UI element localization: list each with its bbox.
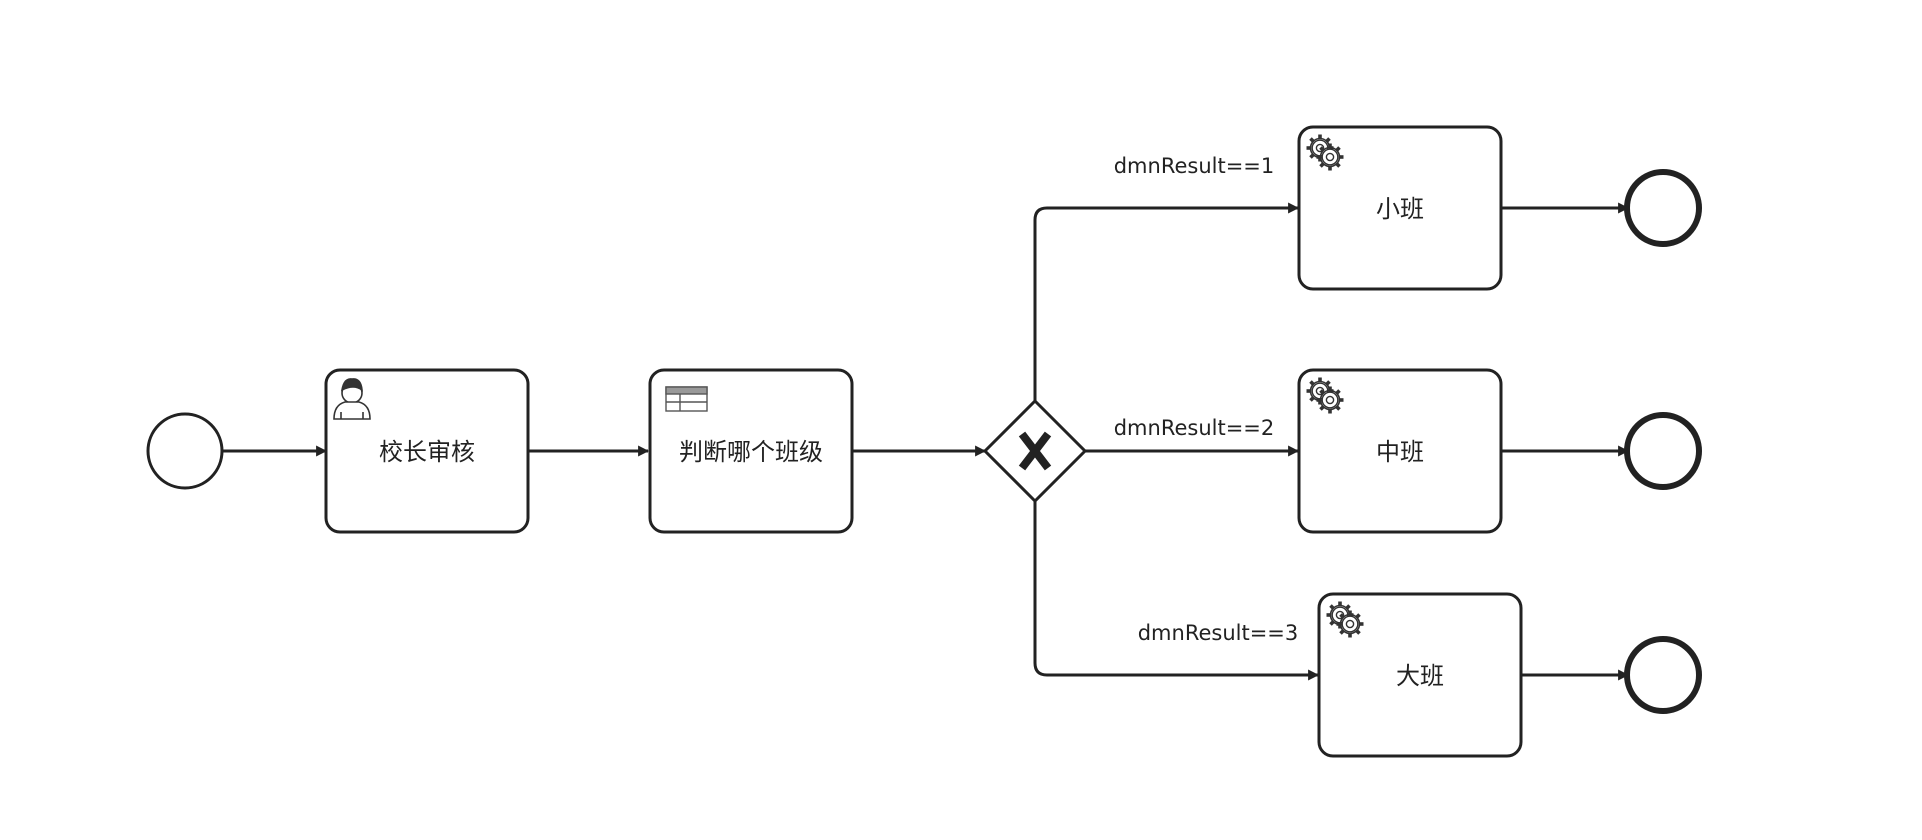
task-label: 校长审核 bbox=[379, 438, 475, 466]
start-event[interactable] bbox=[146, 412, 224, 490]
sequence-flows bbox=[222, 202, 1630, 681]
task-label: 大班 bbox=[1396, 662, 1444, 690]
task-middle-class[interactable]: 中班 bbox=[1297, 368, 1503, 534]
task-principal-review[interactable]: 校长审核 bbox=[324, 368, 530, 534]
task-large-class[interactable]: 大班 bbox=[1317, 592, 1523, 758]
task-label: 判断哪个班级 bbox=[679, 438, 823, 466]
task-label: 小班 bbox=[1376, 195, 1424, 223]
user-icon bbox=[333, 378, 371, 420]
condition-label-large: dmnResult==3 bbox=[1138, 621, 1299, 645]
task-small-class[interactable]: 小班 bbox=[1297, 125, 1503, 291]
end-event-large[interactable] bbox=[1624, 636, 1702, 714]
condition-label-small: dmnResult==1 bbox=[1114, 154, 1275, 178]
flow-gateway-to-large[interactable] bbox=[1033, 501, 1320, 681]
task-label: 中班 bbox=[1376, 438, 1424, 466]
exclusive-gateway[interactable] bbox=[982, 398, 1088, 504]
x-icon bbox=[1018, 431, 1052, 471]
task-decide-class[interactable]: 判断哪个班级 bbox=[648, 368, 854, 534]
business-rule-table-icon bbox=[665, 386, 708, 412]
end-event-small[interactable] bbox=[1624, 169, 1702, 247]
condition-label-middle: dmnResult==2 bbox=[1114, 416, 1275, 440]
flow-gateway-to-small[interactable] bbox=[1033, 202, 1300, 401]
end-event-middle[interactable] bbox=[1624, 412, 1702, 490]
